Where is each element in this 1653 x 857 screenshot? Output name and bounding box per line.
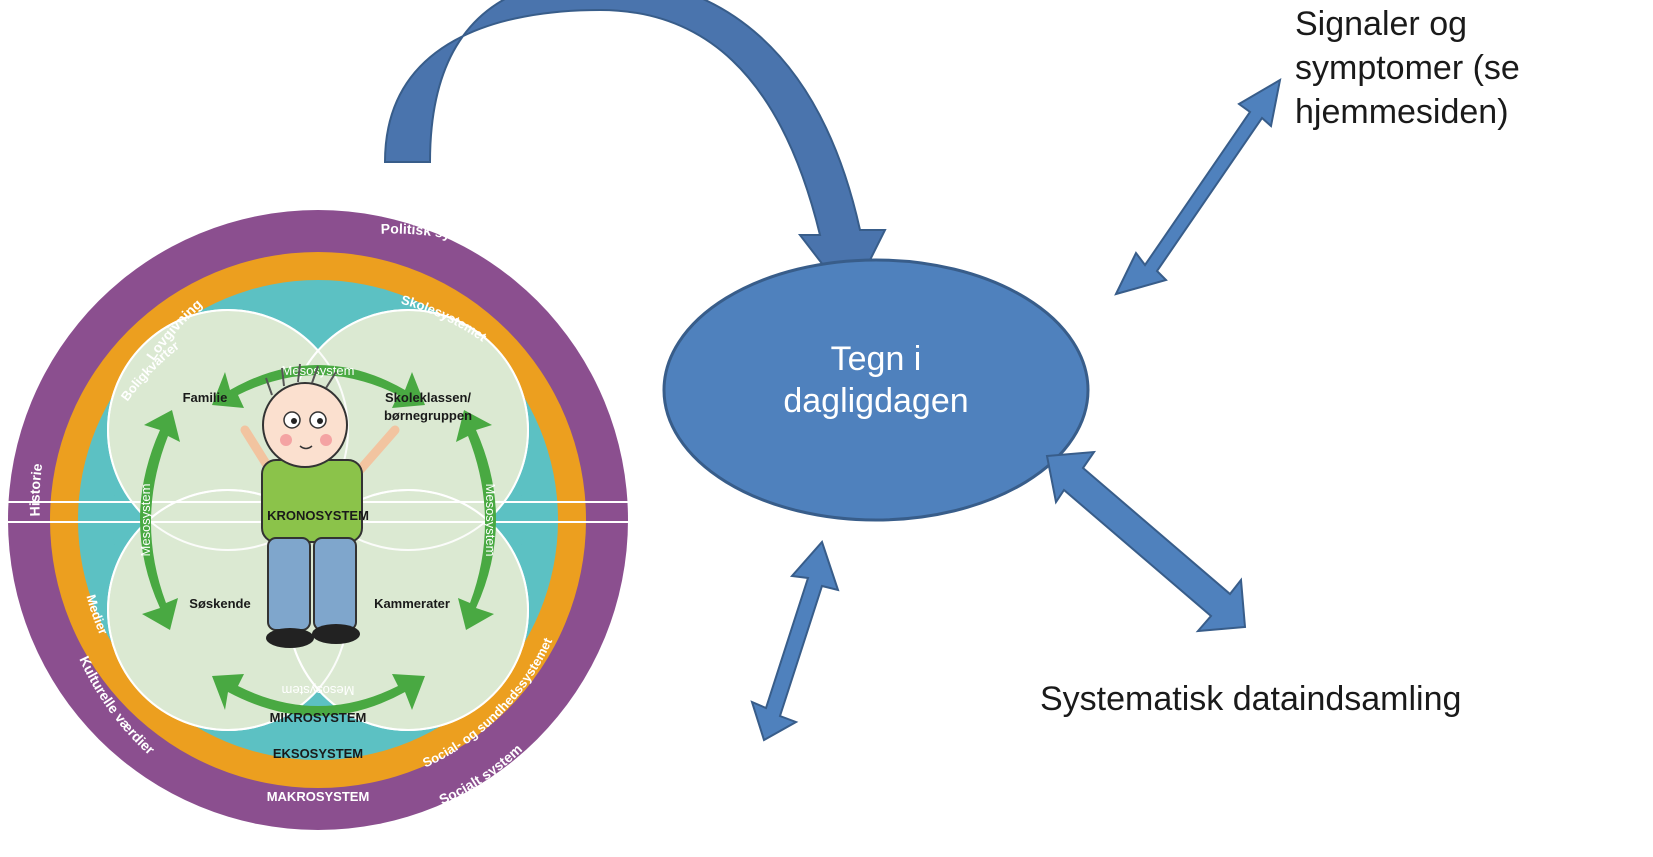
center-label-line2: dagligdagen (783, 382, 968, 420)
signals-line-2: symptomer (se (1295, 49, 1520, 87)
micro-label-kammerater: Kammerater (374, 596, 450, 611)
double-arrows (750, 78, 1282, 742)
child-illustration (240, 363, 400, 648)
meso-label-left: Mesosystem (138, 484, 153, 557)
signals-line-1: Signaler og (1295, 5, 1468, 43)
arrow-to-signals (1114, 78, 1282, 296)
signals-line-3: hjemmesiden) (1295, 93, 1509, 131)
meso-label-top: Mesosystem (282, 363, 355, 378)
micro-label-soeskende: Søskende (189, 596, 250, 611)
signals-label: Signaler og symptomer (se hjemmesiden) (1295, 2, 1653, 134)
ecological-model: Mesosystem Mesosystem Mesosystem Mesosys… (8, 210, 628, 830)
micro-label-familie: Familie (183, 390, 228, 405)
meso-label-right: Mesosystem (483, 484, 498, 557)
arrow-to-systematic (1045, 450, 1247, 633)
level-label-ekso: EKSOSYSTEM (273, 746, 363, 761)
level-label-makro: MAKROSYSTEM (267, 789, 370, 804)
micro-label-skoleklassen: Skoleklassen/ (385, 390, 471, 405)
arrow-down (750, 540, 840, 742)
mesosystem-labels: Mesosystem Mesosystem Mesosystem Mesosys… (138, 363, 498, 698)
center-label-line1: Tegn i (831, 340, 922, 378)
center-node: Tegn i dagligdagen (662, 258, 1090, 522)
mesosystem-arrows (140, 365, 496, 716)
meso-label-bottom: Mesosystem (282, 683, 355, 698)
micro-label-boernegruppen: børnegruppen (384, 408, 472, 423)
macro-label-historie: Historie (27, 462, 46, 516)
systematic-label: Systematisk dataindsamling (1040, 680, 1462, 718)
level-label-krono: KRONOSYSTEM (267, 508, 369, 523)
level-label-mikro: MIKROSYSTEM (270, 710, 367, 725)
center-ellipse (662, 258, 1090, 522)
